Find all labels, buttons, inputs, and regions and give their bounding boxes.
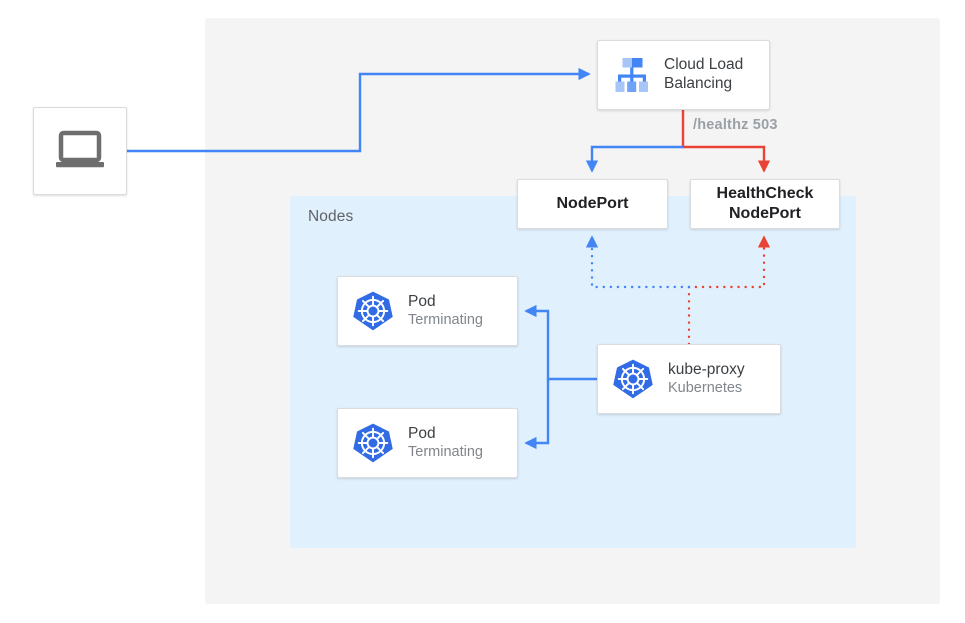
- pod-title-2: Pod: [408, 424, 436, 442]
- kubernetes-icon: [612, 358, 654, 400]
- cloud-load-balancing-title-line1: Cloud Load: [664, 56, 744, 74]
- pod-status-2: Terminating: [408, 443, 483, 460]
- client-card[interactable]: [33, 107, 127, 195]
- cloud-load-balancing-title-line2: Balancing: [664, 75, 733, 92]
- kubernetes-icon: [352, 290, 394, 332]
- healthcheck-nodeport-card[interactable]: HealthCheck NodePort: [690, 179, 840, 229]
- pod-title-1: Pod: [408, 292, 436, 310]
- cloud-load-balancing-card[interactable]: Cloud Load Balancing: [597, 40, 770, 110]
- kube-proxy-subtitle: Kubernetes: [668, 379, 743, 396]
- nodeport-label: NodePort: [556, 195, 629, 212]
- kube-proxy-card[interactable]: kube-proxy Kubernetes: [597, 344, 781, 414]
- nodes-panel-label: Nodes: [308, 208, 354, 225]
- pod-card-1[interactable]: Pod Terminating: [337, 276, 518, 346]
- nodeport-card[interactable]: NodePort: [517, 179, 668, 229]
- kube-proxy-title: kube-proxy: [668, 360, 745, 378]
- healthz-status-label: /healthz 503: [693, 117, 778, 133]
- pod-status-1: Terminating: [408, 311, 483, 328]
- pod-card-2[interactable]: Pod Terminating: [337, 408, 518, 478]
- healthcheck-nodeport-label-line1: HealthCheck: [716, 185, 814, 202]
- healthcheck-nodeport-label-line2: NodePort: [728, 205, 801, 222]
- kubernetes-icon: [352, 422, 394, 464]
- laptop-icon: [54, 129, 106, 173]
- cloud-load-balancing-icon: [610, 54, 654, 96]
